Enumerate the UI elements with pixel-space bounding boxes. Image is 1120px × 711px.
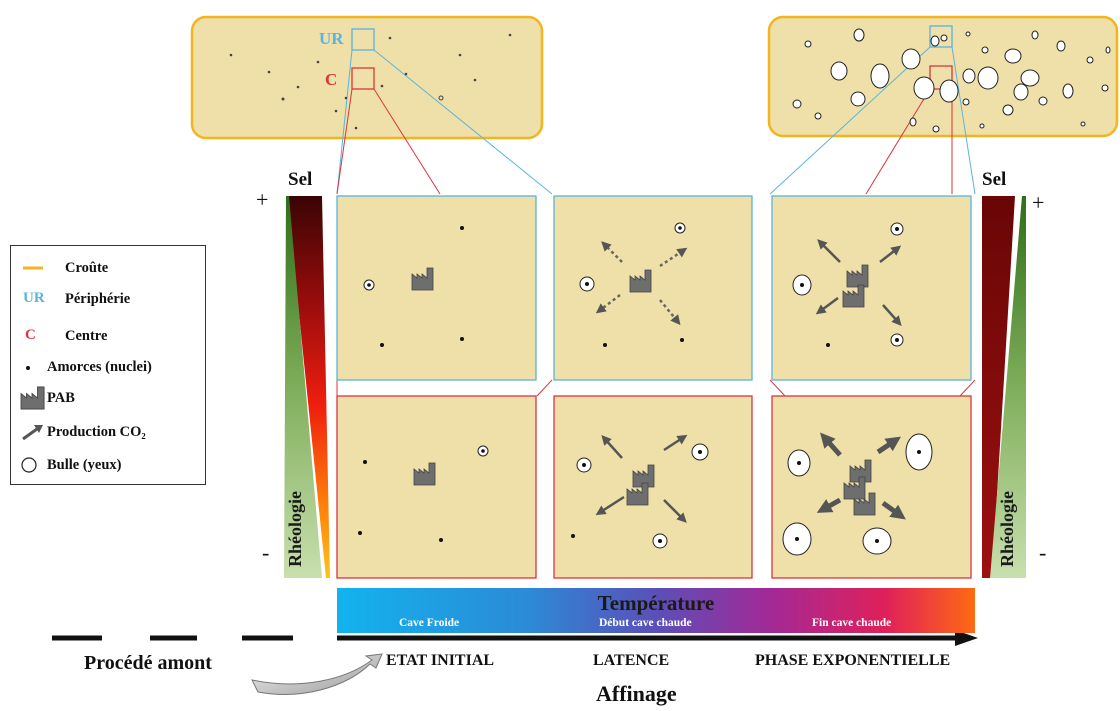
panel-content-ur-initial <box>363 226 464 347</box>
panel-content-ur-latence <box>579 222 688 347</box>
legend-item-bubble: Bulle (yeux) <box>17 452 122 478</box>
zoom-lines <box>336 46 976 397</box>
plus-sign-left: + <box>256 187 269 212</box>
minus-sign-right: - <box>1039 540 1047 565</box>
legend-item-nuclei: Amorces (nuclei) <box>17 354 152 380</box>
rheology-label-right: Rhéologie <box>997 491 1017 567</box>
temperature-phase-warm-start: Début cave chaude <box>599 617 692 629</box>
panel-content-c-initial <box>358 445 489 542</box>
minus-sign-left: - <box>262 540 270 565</box>
factory-icon <box>17 385 65 411</box>
rheology-gradient-right <box>990 196 1026 578</box>
stage-exponential: PHASE EXPONENTIELLE <box>755 652 951 669</box>
croute-line-icon <box>17 255 65 281</box>
upstream-process-label: Procédé amont <box>84 652 212 674</box>
process-axis <box>52 630 978 646</box>
temperature-phase-warm-end: Fin cave chaude <box>812 617 892 629</box>
cheese-block-initial <box>190 15 544 140</box>
panel-content-c-expo <box>782 432 933 556</box>
upstream-arrow <box>251 653 383 695</box>
zone-ur-box <box>351 28 375 51</box>
ripening-label: Affinage <box>596 681 677 706</box>
legend: Croûte UR Périphérie C Centre Amorces (n… <box>10 245 206 485</box>
temperature-phase-cold: Cave Froide <box>399 617 460 629</box>
ur-text-icon: UR <box>23 290 45 306</box>
bubble-circle-icon <box>17 452 65 478</box>
zone-label-ur: UR <box>319 29 344 48</box>
panel-content-c-latence <box>571 434 709 549</box>
zone-ur-box-final <box>929 25 953 48</box>
stage-latence: LATENCE <box>593 652 670 669</box>
temperature-title: Température <box>597 591 715 615</box>
salt-label-left: Sel <box>288 169 313 190</box>
zone-c-box <box>351 67 375 90</box>
nucleus-dot-icon <box>17 354 65 380</box>
c-text-icon: C <box>25 327 36 343</box>
zoom-panels <box>336 195 972 579</box>
temperature-bar: Température Cave Froide Début cave chaud… <box>337 588 975 633</box>
stage-initial: ETAT INITIAL <box>386 652 495 669</box>
legend-item-croute: Croûte <box>17 255 108 281</box>
plus-sign-right: + <box>1032 190 1045 215</box>
panel-c-initial <box>336 395 537 579</box>
salt-gradient-left <box>287 196 330 578</box>
legend-item-co2: Production CO₂ <box>17 419 146 445</box>
overview-bubbles <box>792 28 1111 133</box>
overview-nuclei <box>229 33 512 130</box>
arrow-icon <box>17 419 65 445</box>
salt-label-right: Sel <box>982 169 1007 190</box>
cheese-block-final <box>767 15 1119 138</box>
legend-item-ur: UR Périphérie <box>23 290 131 307</box>
salt-gradient-right <box>982 196 1015 578</box>
legend-item-c: C Centre <box>25 327 108 344</box>
panel-content-ur-expo <box>792 222 904 347</box>
rheology-label-left: Rhéologie <box>285 491 305 567</box>
legend-item-pab: PAB <box>17 385 75 411</box>
rheology-gradient-left <box>284 196 322 578</box>
zone-label-c: C <box>325 70 338 89</box>
